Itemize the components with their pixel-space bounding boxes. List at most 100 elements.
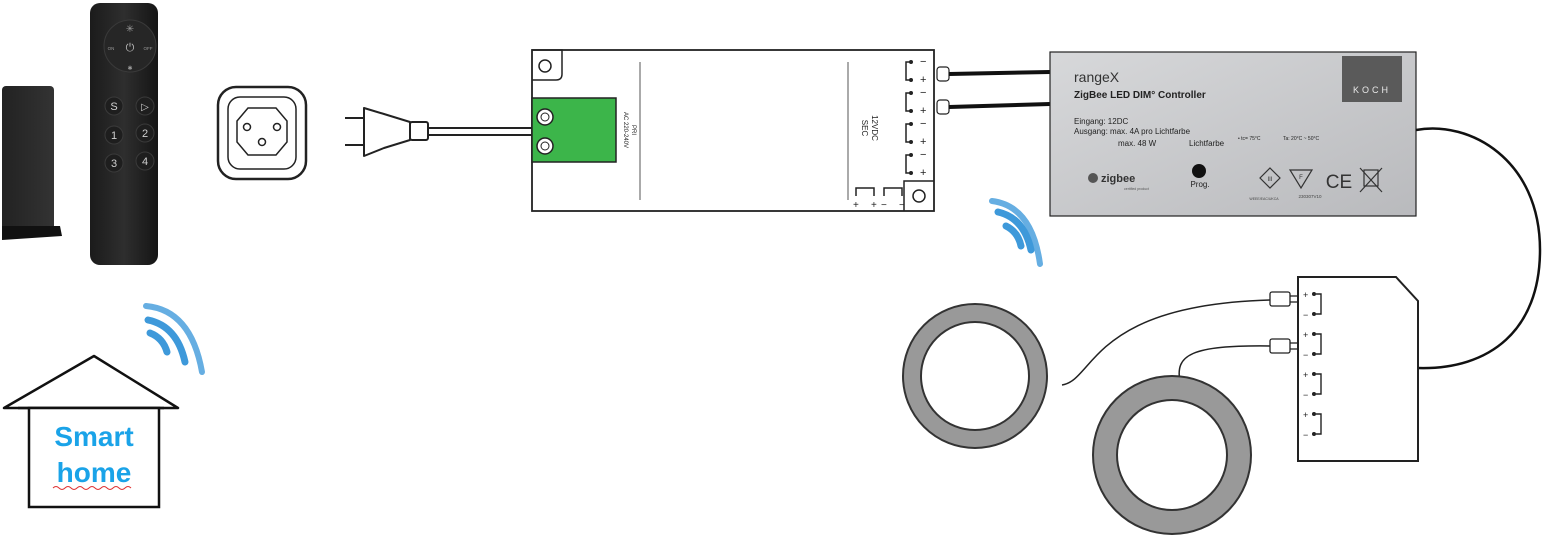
power-icon: ⏻ (126, 42, 135, 54)
terminal-plus-label: + (920, 167, 926, 179)
svg-text:F: F (1299, 175, 1303, 181)
remote-button-play: ▷ (135, 96, 155, 116)
terminal-minus-label: − (920, 149, 926, 161)
psu-output-terminal: −+ (905, 118, 926, 148)
psu-pri-tag: PRI (630, 125, 636, 135)
remote-wall-holder (2, 86, 62, 240)
terminal-minus-label: − (920, 118, 926, 130)
led-downlight-1 (902, 303, 1048, 449)
controller-brand: rangeX (1074, 69, 1120, 85)
prog-button[interactable] (1192, 164, 1206, 178)
controller-temp-a: • tc= 75°C (1238, 136, 1261, 142)
psu-bottom-pin-label: + (853, 200, 859, 211)
distributor-pin-dot (1312, 392, 1316, 396)
dim-down-icon: ✱ (127, 65, 132, 72)
svg-text:▷: ▷ (141, 102, 149, 113)
terminal-plus-label: + (920, 105, 926, 117)
remote-off-label: OFF (144, 46, 153, 51)
psu-output-terminal: −+ (905, 149, 926, 179)
distributor-pin-dot (1312, 352, 1316, 356)
controller-power-suffix: Lichtfarbe (1189, 139, 1225, 148)
cert-text: WEEE/EAC/UKCA (1249, 197, 1279, 201)
led-downlight-2 (1092, 375, 1252, 535)
wireless-signal-icon (989, 198, 1043, 267)
remote-button-3: 3 (104, 153, 124, 173)
svg-text:III: III (1267, 177, 1272, 183)
psu-bottom-pin-label: − (899, 200, 905, 211)
remote-button-2: 2 (135, 123, 155, 143)
koch-logo-text: KOCH (1353, 85, 1391, 95)
distributor-pin-dot (1312, 312, 1316, 316)
wireless-signal-icon (143, 303, 205, 375)
power-supply: AC 220-240V PRI SEC 12VDC −+−+−+−+ ++−− (531, 49, 935, 212)
svg-text:4: 4 (142, 156, 148, 168)
remote-button-4: 4 (135, 151, 155, 171)
psu-bottom-pin-label: + (871, 200, 877, 211)
svg-text:1: 1 (111, 130, 117, 142)
distributor-pin-label: + (1303, 370, 1308, 380)
certification-icons: III F CE (1259, 167, 1383, 193)
distributor-pin-bracket (1316, 293, 1322, 315)
svg-text:S: S (110, 101, 117, 113)
output-cable (1415, 127, 1542, 370)
brightness-icon: ✳ (126, 24, 134, 35)
distributor-pin-label: − (1303, 350, 1308, 360)
svg-text:zigbee: zigbee (1101, 173, 1135, 185)
wall-socket (216, 85, 308, 181)
distributor-pin-label: + (1303, 410, 1308, 420)
distributor-pin-label: − (1303, 390, 1308, 400)
smart-home-line2: home (57, 457, 132, 488)
smart-home-line1: Smart (54, 421, 133, 452)
psu-bottom-pin-label: − (881, 200, 887, 211)
distributor-pin-bracket (1316, 413, 1322, 435)
lamp-cable-2 (1178, 345, 1271, 383)
lamp-cable-1 (1061, 299, 1271, 386)
zigbee-sub: certified product (1124, 187, 1149, 191)
distributor-pin-dot (1312, 372, 1316, 376)
distributor-pin-dot (1312, 412, 1316, 416)
controller-input: Eingang: 12DC (1074, 117, 1128, 126)
distributor-pin-dot (1312, 292, 1316, 296)
distributor-pin-bracket (1316, 333, 1322, 355)
controller-title: ZigBee LED DIM° Controller (1074, 90, 1206, 101)
terminal-plus-label: + (920, 74, 926, 86)
serial-number: 230307V10 (1298, 194, 1322, 199)
psu-output-terminal: −+ (905, 87, 926, 117)
svg-text:2: 2 (142, 128, 148, 140)
remote-on-label: ON (108, 46, 115, 51)
psu-pri-label: AC 220-240V (622, 112, 628, 148)
distributor-pin-label: − (1303, 310, 1308, 320)
distributor-pin-dot (1312, 432, 1316, 436)
psu-voltage-label: 12VDC (870, 115, 879, 141)
ce-mark: CE (1326, 172, 1352, 193)
terminal-minus-label: − (920, 87, 926, 99)
distributor-pin-dot (1312, 332, 1316, 336)
psu-input-terminal (531, 97, 617, 163)
zigbee-controller: rangeX ZigBee LED DIM° Controller Eingan… (1049, 51, 1417, 217)
controller-power: max. 48 W (1118, 139, 1157, 148)
distributor-pin-label: + (1303, 330, 1308, 340)
power-plug (345, 107, 532, 157)
terminal-minus-label: − (920, 56, 926, 68)
remote-control: ✳ ⏻ ON OFF ✱ S ▷ 1 2 3 4 (90, 3, 158, 265)
remote-button-1: 1 (104, 125, 124, 145)
terminal-plus-label: + (920, 136, 926, 148)
controller-output: Ausgang: max. 4A pro Lichtfarbe (1074, 127, 1191, 136)
distributor-pin-label: + (1303, 290, 1308, 300)
psu-bottom-terminals: ++−− (853, 187, 905, 211)
zigbee-logo: zigbee certified product (1088, 173, 1149, 191)
psu-output-terminal: −+ (905, 56, 926, 86)
distributor-pin-bracket (1316, 373, 1322, 395)
remote-button-scene: S (104, 96, 124, 116)
psu-output-terminals: −+−+−+−+ (905, 56, 926, 179)
prog-label: Prog. (1190, 180, 1209, 189)
spellcheck-underline (52, 486, 132, 490)
distribution-box: + − + − + − + − (1269, 276, 1419, 462)
koch-logo (1342, 56, 1402, 102)
dc-cable (936, 66, 1051, 115)
svg-text:3: 3 (111, 158, 117, 170)
controller-temp-b: Ta: 20°C ~ 50°C (1283, 136, 1319, 142)
distributor-pin-label: − (1303, 430, 1308, 440)
smart-home-icon: Smart home (2, 354, 180, 509)
psu-sec-label: SEC (860, 120, 869, 137)
